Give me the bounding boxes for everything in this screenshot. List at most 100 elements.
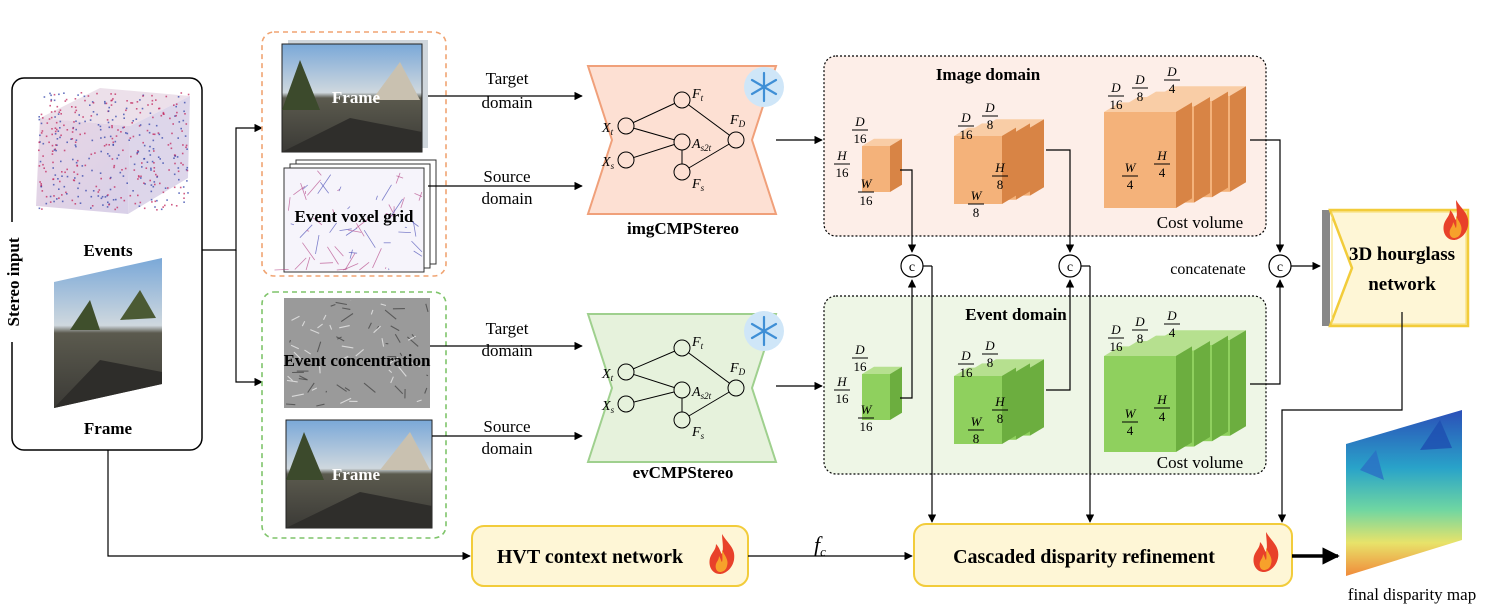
event-dot: [116, 157, 118, 160]
event-dot: [103, 145, 106, 147]
event-dot: [111, 158, 114, 160]
event-dot: [95, 185, 98, 188]
event-dot: [58, 197, 60, 199]
event-dot: [157, 156, 160, 158]
event-dot: [143, 144, 146, 147]
image-domain-title: Image domain: [936, 65, 1041, 84]
concentration-stroke: [390, 325, 400, 332]
hourglass-fire-icon: [1443, 200, 1469, 240]
event-dot: [63, 185, 66, 188]
concentration-stroke: [381, 338, 385, 347]
event-dot: [74, 106, 77, 108]
event-dot: [162, 206, 164, 208]
event-dot: [49, 201, 52, 203]
event-dot: [113, 164, 116, 167]
event-dot: [108, 203, 110, 206]
event-dot: [97, 191, 100, 193]
voxel-stroke: [288, 197, 291, 211]
concentration-stroke: [340, 313, 354, 323]
event-dot: [171, 132, 173, 135]
event-dot: [136, 101, 139, 103]
img-frac-d16-c-den: 16: [1110, 97, 1124, 112]
concentration-stroke: [291, 315, 300, 321]
event-dot: [100, 150, 102, 153]
event-dot: [65, 191, 67, 194]
voxel-stroke: [343, 263, 359, 271]
event-dot: [55, 149, 57, 152]
event-dot: [173, 157, 175, 159]
event-dot: [75, 139, 78, 141]
img-frac-w4: W4: [1122, 160, 1138, 192]
img-frac-d8-den: 8: [987, 117, 994, 132]
event-concentration-picture: [284, 298, 430, 408]
concentration-stroke: [409, 361, 421, 368]
voxel-stroke: [345, 227, 358, 236]
event-dot: [138, 205, 141, 207]
event-dot: [184, 113, 186, 115]
voxel-stroke: [294, 257, 307, 270]
voxel-stroke: [349, 249, 353, 259]
event-dot: [111, 137, 114, 140]
event-dot: [177, 167, 180, 169]
voxel-stroke: [400, 197, 405, 209]
voxel-stroke: [418, 191, 423, 201]
event-dot: [59, 120, 62, 123]
event-dot: [184, 135, 187, 137]
concentration-stroke: [373, 325, 381, 334]
voxel-stroke: [302, 242, 316, 261]
ev-frac-d8-num: D: [984, 338, 995, 353]
event-dot: [137, 178, 139, 180]
event-dot: [100, 137, 102, 139]
event-dot: [90, 195, 93, 198]
event-dot: [155, 99, 157, 101]
event-dot: [151, 103, 153, 105]
event-dot: [145, 167, 148, 169]
ev-frac-w4: W4: [1122, 406, 1138, 438]
event-dot: [71, 199, 74, 202]
event-dot: [83, 95, 86, 98]
img-frac-d4: D4: [1164, 64, 1180, 96]
concentration-stroke: [339, 325, 350, 329]
event-dot: [162, 111, 165, 114]
event-dot: [38, 149, 40, 152]
event-dot: [124, 167, 127, 170]
event-dot: [42, 142, 45, 145]
voxel-stroke: [344, 252, 356, 271]
event-dot: [122, 175, 125, 177]
voxel-stroke: [375, 195, 378, 201]
voxel-stroke: [334, 246, 344, 257]
img-frac-w4-den: 4: [1127, 177, 1134, 192]
event-dot: [96, 113, 98, 116]
event-dot: [151, 201, 153, 203]
concentration-stroke: [299, 375, 308, 380]
event-dot: [174, 162, 176, 165]
event-dot: [78, 114, 80, 116]
event-dot: [166, 199, 168, 201]
concentration-stroke: [399, 352, 403, 357]
event-dot: [131, 122, 133, 124]
ev-frac-h16-num: H: [836, 374, 847, 389]
event-dot: [57, 113, 60, 115]
event-dot: [56, 105, 59, 108]
event-dot: [61, 171, 63, 173]
event-dot: [43, 167, 45, 169]
concat-node-3: c: [1268, 254, 1292, 278]
event-domain-caption: Cost volume: [1157, 453, 1243, 472]
event-dot: [178, 178, 180, 181]
stereo-input-label-bg: [4, 222, 22, 342]
ev-frac-d8-b: D8: [1132, 314, 1148, 346]
event-dot: [119, 171, 122, 174]
event-dot: [185, 146, 187, 149]
concentration-stroke: [370, 309, 374, 315]
event-dot: [63, 92, 65, 94]
event-dot: [72, 179, 75, 181]
img-frac-d4-num: D: [1166, 64, 1177, 79]
wire-img-8-to-c2: [1046, 149, 1075, 253]
event-dot: [173, 186, 176, 189]
concentration-stroke: [407, 336, 419, 347]
event-dot: [54, 127, 57, 129]
event-cost-volumes: [862, 330, 1246, 452]
event-dot: [175, 105, 177, 108]
voxel-stroke: [411, 240, 423, 253]
